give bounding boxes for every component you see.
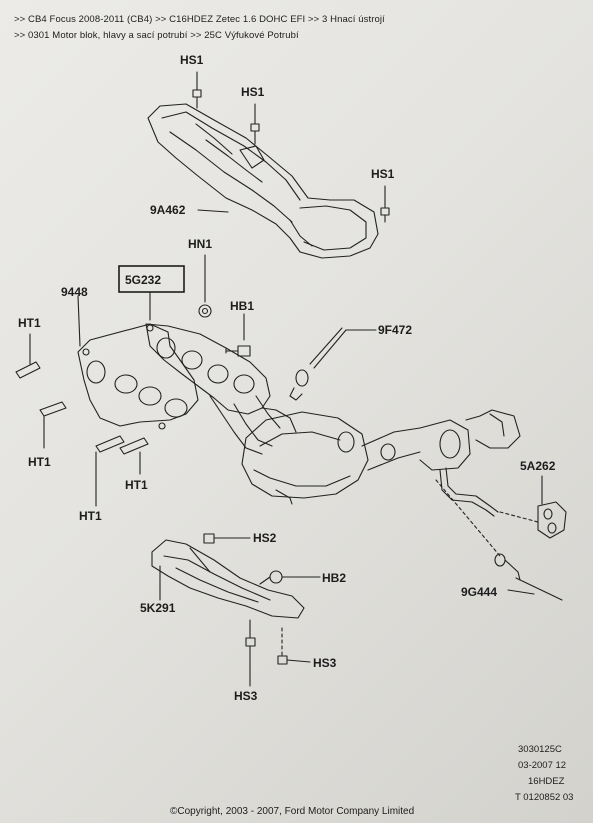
catalytic-converter bbox=[241, 409, 521, 505]
label-5a262: 5A262 bbox=[520, 459, 556, 473]
exhaust-manifold bbox=[145, 323, 297, 455]
reference-tnum: T 0120852 03 bbox=[515, 792, 574, 803]
label-hb2: HB2 bbox=[322, 571, 346, 585]
breadcrumb-line-2: >> 0301 Motor blok, hlavy a sací potrubí… bbox=[14, 30, 299, 41]
label-9448: 9448 bbox=[61, 285, 88, 299]
bolt-hs1-b bbox=[250, 103, 260, 145]
oxygen-sensor-9f472 bbox=[289, 327, 347, 401]
sensor-9g444 bbox=[494, 553, 563, 601]
bolt-hs1-a bbox=[192, 71, 202, 109]
bolt-hb2 bbox=[259, 570, 321, 585]
bolt-hs3-a bbox=[245, 619, 256, 687]
label-ht1-c: HT1 bbox=[125, 478, 148, 492]
stud-ht1-c bbox=[95, 435, 125, 507]
label-hs1-b: HS1 bbox=[241, 85, 265, 99]
bolt-hs2 bbox=[203, 533, 251, 544]
reference-code: 3030125C bbox=[518, 744, 562, 755]
label-hb1: HB1 bbox=[230, 299, 254, 313]
label-ht1-a: HT1 bbox=[18, 316, 41, 330]
lower-heat-shield-5k291 bbox=[151, 539, 305, 619]
stud-ht1-b bbox=[39, 401, 67, 449]
label-hs1-c: HS1 bbox=[371, 167, 395, 181]
label-hs3-a: HS3 bbox=[313, 656, 337, 670]
copyright-notice: ©Copyright, 2003 - 2007, Ford Motor Comp… bbox=[170, 806, 415, 817]
label-hs1-a: HS1 bbox=[180, 53, 204, 67]
bolt-hs3-b bbox=[277, 627, 311, 665]
rubber-mount-5a262 bbox=[537, 501, 567, 539]
gasket-9448 bbox=[77, 323, 199, 430]
label-hs2: HS2 bbox=[253, 531, 277, 545]
label-ht1-b: HT1 bbox=[28, 455, 51, 469]
label-9a462: 9A462 bbox=[150, 203, 186, 217]
breadcrumb-line-1: >> CB4 Focus 2008-2011 (CB4) >> C16HDEZ … bbox=[14, 14, 385, 25]
reference-engine: 16HDEZ bbox=[528, 776, 565, 787]
stud-ht1-a bbox=[15, 333, 41, 379]
nut-hn1 bbox=[198, 304, 212, 318]
label-ht1-d: HT1 bbox=[79, 509, 102, 523]
label-5g232: 5G232 bbox=[125, 273, 161, 287]
bolt-hb1 bbox=[225, 345, 251, 357]
label-9f472: 9F472 bbox=[378, 323, 412, 337]
reference-date: 03-2007 12 bbox=[518, 760, 567, 771]
label-5k291: 5K291 bbox=[140, 601, 176, 615]
label-hn1: HN1 bbox=[188, 237, 212, 251]
label-9g444: 9G444 bbox=[461, 585, 497, 599]
bolt-hs1-c bbox=[380, 185, 390, 223]
exhaust-pipe bbox=[445, 467, 499, 513]
heat-shield-9a462 bbox=[147, 103, 379, 259]
stud-ht1-d bbox=[119, 437, 149, 475]
label-hs3-b: HS3 bbox=[234, 689, 258, 703]
